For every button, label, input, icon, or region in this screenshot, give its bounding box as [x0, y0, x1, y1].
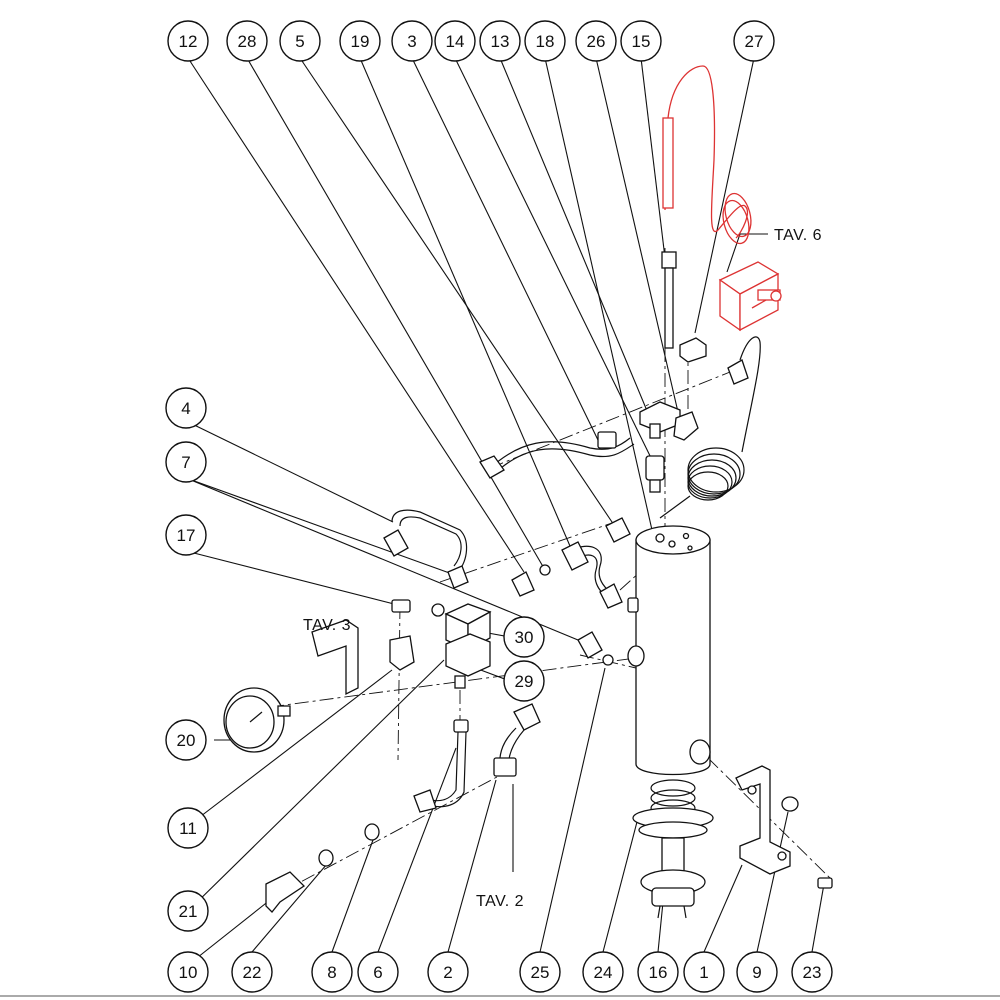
- leader-lines: [185, 57, 825, 966]
- callout-label: 6: [373, 963, 382, 982]
- mounting-bracket: [735, 765, 833, 889]
- callout-label: 9: [752, 963, 761, 982]
- thermostat-capillary: [662, 65, 782, 332]
- callout-bubble: 22: [231, 951, 273, 993]
- callout-label: 27: [745, 32, 764, 51]
- callout-label: 7: [181, 453, 190, 472]
- callout-bubble: 26: [575, 20, 617, 62]
- capillary-coil: [659, 336, 761, 519]
- callout-bubble: 29: [503, 660, 545, 702]
- callout-bubble: 2: [427, 951, 469, 993]
- callouts-bottom: 10 22 8 6 2 25 24 16 1 9 23: [167, 951, 833, 993]
- callout-bubble: 25: [519, 951, 561, 993]
- callout-bubble: 1: [683, 951, 725, 993]
- callout-bubble: 21: [167, 890, 209, 932]
- callout-bubble: 7: [165, 441, 207, 483]
- callout-label: 2: [443, 963, 452, 982]
- callout-bubble: 4: [165, 387, 207, 429]
- callout-bubble: 3: [391, 20, 433, 62]
- solenoid-valve: [431, 603, 492, 689]
- heating-element: [632, 779, 714, 919]
- callout-bubble: 19: [339, 20, 381, 62]
- callout-label: 28: [238, 32, 257, 51]
- callout-bubble: 16: [637, 951, 679, 993]
- callout-label: 19: [351, 32, 370, 51]
- pressure-gauge: [223, 687, 291, 753]
- reference-labels: TAV. 6 TAV. 3 TAV. 2: [303, 227, 822, 910]
- upper-parts: [479, 251, 761, 609]
- callout-bubble: 11: [167, 807, 209, 849]
- callouts-left: 4 7 17 20 11 21: [165, 387, 209, 932]
- callout-label: 21: [179, 902, 198, 921]
- callout-bubble: 8: [311, 951, 353, 993]
- callout-label: 30: [515, 628, 534, 647]
- callout-label: 25: [531, 963, 550, 982]
- callout-bubble: 10: [167, 951, 209, 993]
- callout-label: 17: [177, 526, 196, 545]
- ref-tav6: TAV. 6: [774, 227, 822, 244]
- callout-label: 18: [536, 32, 555, 51]
- callouts-mid: 30 29: [503, 616, 545, 702]
- ref-tav2: TAV. 2: [476, 893, 524, 910]
- callout-label: 5: [295, 32, 304, 51]
- callout-bubble: 9: [736, 951, 778, 993]
- callout-bubble: 5: [279, 20, 321, 62]
- callout-label: 15: [632, 32, 651, 51]
- callout-label: 12: [179, 32, 198, 51]
- callout-bubble: 12: [167, 20, 209, 62]
- ref-tav3: TAV. 3: [303, 617, 351, 634]
- callout-bubble: 27: [733, 20, 775, 62]
- callout-bubble: 6: [357, 951, 399, 993]
- callout-label: 23: [803, 963, 822, 982]
- callout-bubble: 13: [479, 20, 521, 62]
- assembly-axes: [269, 248, 833, 894]
- callout-bubble: 15: [620, 20, 662, 62]
- callout-label: 14: [446, 32, 465, 51]
- callout-label: 3: [407, 32, 416, 51]
- callout-bubble: 20: [165, 719, 207, 761]
- callout-bubble: 24: [582, 951, 624, 993]
- callout-label: 26: [587, 32, 606, 51]
- thermostat-block: [718, 261, 782, 332]
- callout-label: 16: [649, 963, 668, 982]
- callout-label: 1: [699, 963, 708, 982]
- callout-label: 20: [177, 731, 196, 750]
- callouts-top: 12 28 5 19 3 14 13 18 26 15 27: [167, 20, 775, 62]
- callout-bubble: 28: [226, 20, 268, 62]
- callout-label: 10: [179, 963, 198, 982]
- callout-bubble: 30: [503, 616, 545, 658]
- callout-bubble: 23: [791, 951, 833, 993]
- callout-bubble: 14: [434, 20, 476, 62]
- callout-label: 13: [491, 32, 510, 51]
- callout-label: 8: [327, 963, 336, 982]
- callout-bubble: 17: [165, 514, 207, 556]
- callout-label: 29: [515, 672, 534, 691]
- callout-label: 11: [179, 819, 197, 838]
- callout-label: 22: [243, 963, 262, 982]
- callout-bubble: 18: [524, 20, 566, 62]
- left-parts: [223, 509, 614, 913]
- callout-label: 24: [594, 963, 613, 982]
- callout-label: 4: [181, 399, 190, 418]
- boiler-cylinder: [627, 525, 711, 776]
